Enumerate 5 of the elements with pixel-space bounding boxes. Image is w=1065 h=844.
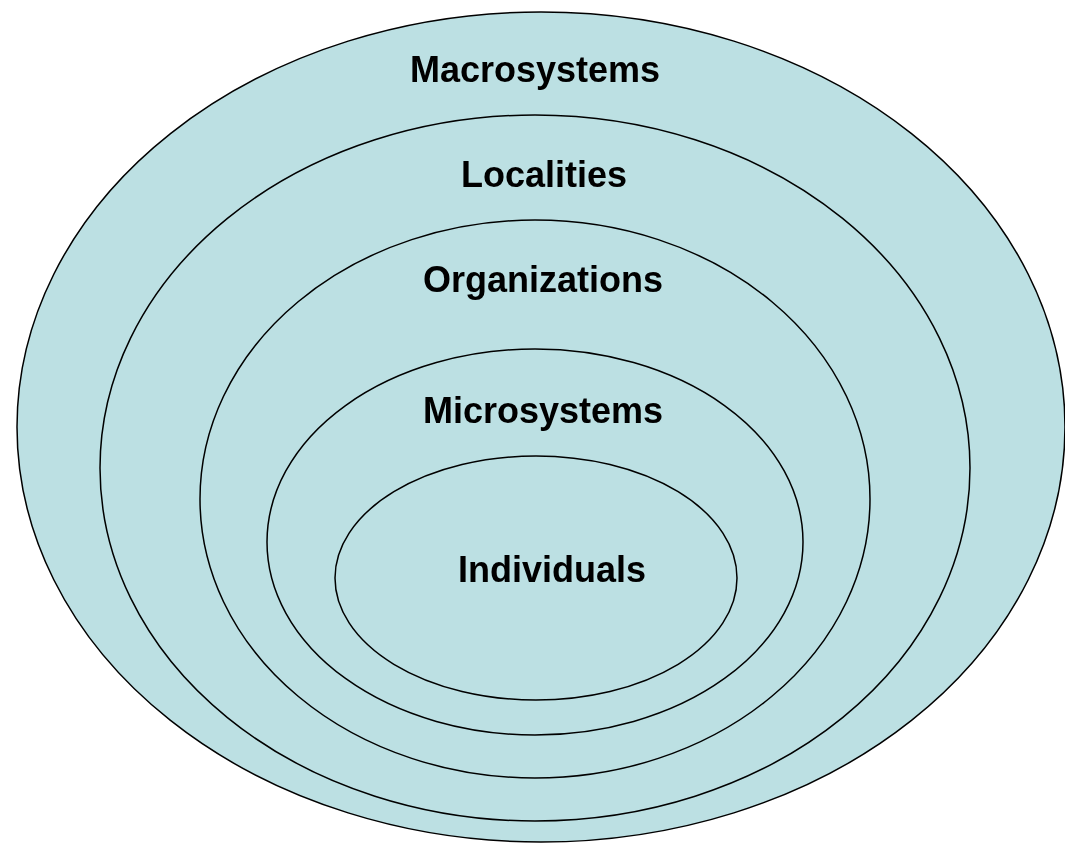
level-label: Localities	[460, 154, 628, 196]
level-label: Organizations	[423, 259, 663, 301]
level-label: Macrosystems	[409, 49, 661, 91]
level-label: Microsystems	[422, 390, 664, 432]
level-label: Individuals	[458, 549, 646, 591]
